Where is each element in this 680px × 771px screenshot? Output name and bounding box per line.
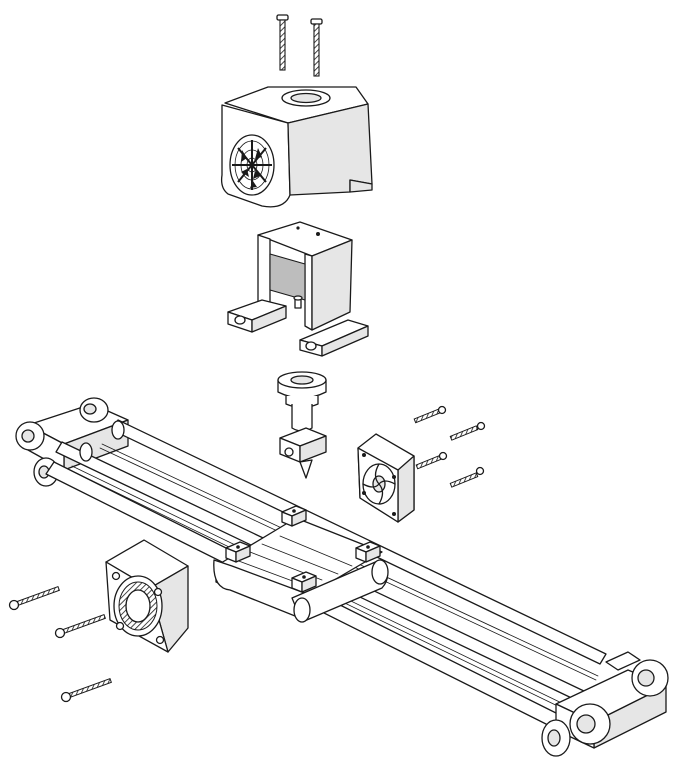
mount-screw-2-icon — [54, 613, 106, 639]
fan-screw-2-icon — [449, 421, 486, 441]
fan-screw-4-icon — [449, 466, 485, 488]
mount-screw-1-icon — [8, 585, 60, 611]
cooling-fan-icon — [357, 433, 415, 523]
hotend-nozzle-icon — [277, 371, 327, 479]
fan-screw-1-icon — [413, 405, 447, 424]
stepper-motor-mount-icon — [105, 539, 189, 653]
fan-shroud-icon — [220, 86, 373, 208]
x-carriage-icon — [213, 505, 389, 623]
hotend-bracket-icon — [227, 221, 369, 357]
mount-screw-3-icon — [60, 677, 112, 703]
top-screw-right-icon — [310, 18, 323, 77]
rod-end-block-right-icon — [541, 651, 669, 757]
fan-screw-3-icon — [415, 451, 448, 470]
top-screw-left-icon — [276, 14, 289, 71]
